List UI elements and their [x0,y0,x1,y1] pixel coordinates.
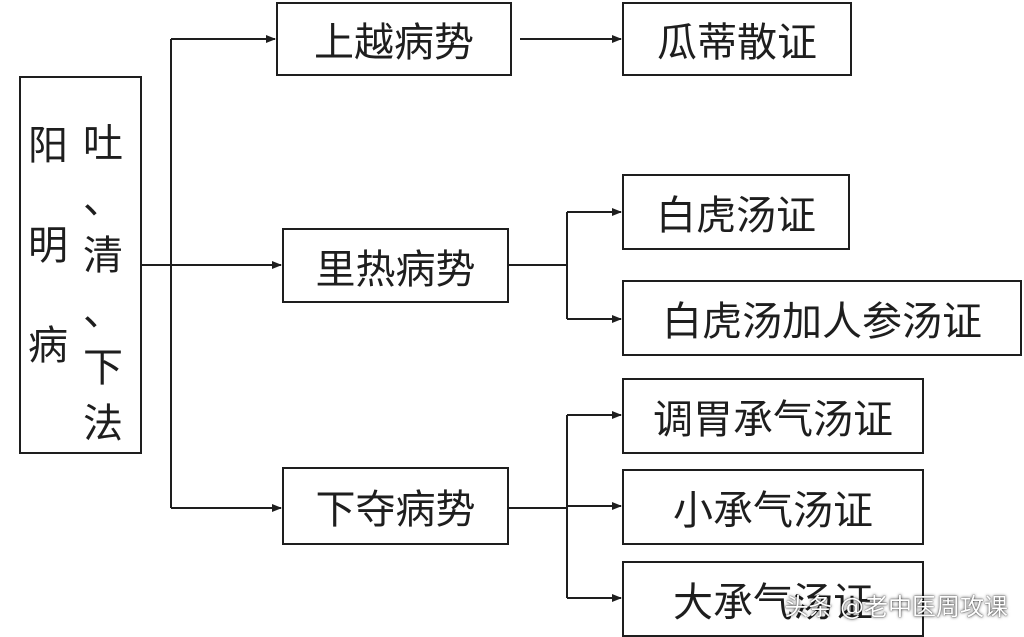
prescription-box-1-1: 瓜蒂散证 [622,2,852,76]
category-box-3: 下夺病势 [282,467,509,545]
watermark-text: 头条 @老中医周攻课 [784,593,1008,621]
root-char: 吐 [83,121,123,167]
root-char: 阳 [28,123,68,169]
prescription-box-2-2: 白虎汤加人参汤证 [622,280,1022,356]
prescription-box-2-1: 白虎汤证 [622,174,850,250]
root-char: 、 [83,177,123,223]
prescription-box-3-3: 大承气汤证 [622,561,924,637]
root-char: 明 [28,223,68,269]
root-char: 下 [83,345,123,391]
root-char: 清 [83,233,123,279]
root-char: 、 [83,289,123,335]
root-left-column: 阳 明 病 [28,126,68,366]
root-char: 病 [28,323,68,369]
root-right-column: 吐 、 清 、 下 法 [83,124,123,444]
root-node-box: 阳 明 病 吐 、 清 、 下 法 [19,76,142,454]
category-box-2: 里热病势 [282,228,509,303]
prescription-box-3-2: 小承气汤证 [622,469,924,545]
prescription-box-3-1: 调胃承气汤证 [622,378,924,454]
root-char: 法 [83,401,123,447]
category-box-1: 上越病势 [276,2,512,76]
